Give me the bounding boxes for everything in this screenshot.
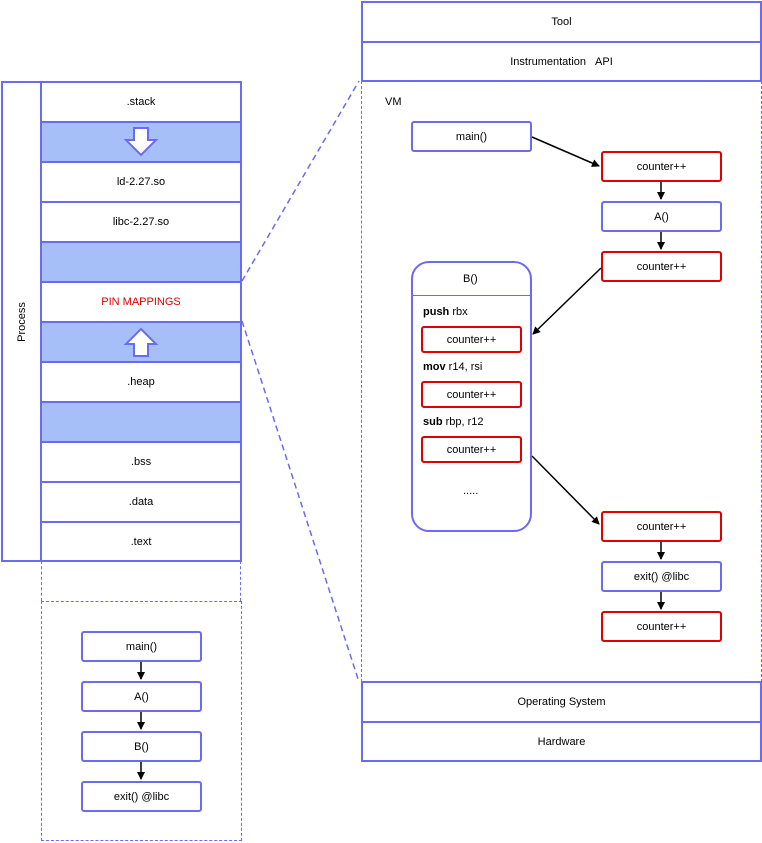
vm-arrow-counter-b [532, 267, 602, 335]
vm-a-label: A() [654, 210, 669, 223]
segment-data-label: .data [128, 496, 154, 508]
native-a-box: A() [81, 681, 202, 712]
vm-main-label: main() [455, 130, 488, 143]
api-label: API [595, 55, 613, 68]
native-main-box: main() [81, 631, 202, 662]
hardware-label: Hardware [537, 735, 586, 748]
segment-text: .text [40, 521, 242, 562]
arrow-down-icon [123, 127, 159, 157]
native-exit-label: exit() @libc [113, 790, 170, 803]
segment-ld-label: ld-2.27.so [116, 176, 166, 188]
arrow-up-icon [123, 327, 159, 357]
b-counter-label-2: counter++ [446, 388, 497, 401]
segment-pin-mappings-label: PIN MAPPINGS [101, 296, 181, 308]
counter-label-2: counter++ [636, 260, 687, 273]
text-zoom-connector [41, 561, 241, 601]
native-exit-box: exit() @libc [81, 781, 202, 812]
b-counter-box-3: counter++ [421, 436, 522, 463]
b-counter-box-1: counter++ [421, 326, 522, 353]
instruction-2-op: mov [423, 361, 446, 373]
vm-exit-label: exit() @libc [633, 570, 690, 583]
counter-box-4: counter++ [601, 611, 722, 642]
os-label: Operating System [517, 696, 606, 708]
segment-heap-label: .heap [127, 376, 155, 388]
instruction-3-op: sub [423, 416, 443, 428]
counter-label-1: counter++ [636, 160, 687, 173]
zoom-line-top [241, 80, 360, 282]
segment-libc: libc-2.27.so [40, 201, 242, 243]
zoom-line-bottom [241, 320, 360, 683]
vm-arrow-main-counter [531, 136, 600, 167]
native-a-label: A() [134, 690, 149, 703]
vm-exit-box: exit() @libc [601, 561, 722, 592]
b-counter-label-3: counter++ [446, 443, 497, 456]
native-b-label: B() [134, 740, 149, 753]
counter-label-4: counter++ [636, 620, 687, 633]
b-counter-label-1: counter++ [446, 333, 497, 346]
segment-ld: ld-2.27.so [40, 161, 242, 203]
instruction-3: sub rbp, r12 [423, 416, 484, 428]
instruction-2-args: r14, rsi [445, 361, 483, 373]
process-label-box: Process [1, 81, 42, 562]
vm-main-box: main() [411, 121, 532, 152]
instruction-1-args: rbx [449, 306, 468, 318]
tool-label: Tool [551, 16, 572, 28]
hardware-layer: Hardware [361, 721, 762, 762]
instruction-3-args: rbp, r12 [442, 416, 484, 428]
instruction-1-op: push [423, 306, 450, 318]
segment-bss-label: .bss [130, 456, 152, 468]
counter-box-3: counter++ [601, 511, 722, 542]
vm-label: VM [385, 96, 402, 108]
native-b-box: B() [81, 731, 202, 762]
native-main-label: main() [125, 640, 158, 653]
b-block-ellipsis: ..... [463, 485, 479, 497]
b-block-divider [412, 295, 531, 296]
counter-box-1: counter++ [601, 151, 722, 182]
gap-above-pin [40, 241, 242, 283]
segment-stack: .stack [40, 81, 242, 123]
b-block-title: B() [463, 273, 478, 285]
b-counter-box-2: counter++ [421, 381, 522, 408]
segment-pin-mappings: PIN MAPPINGS [40, 281, 242, 323]
instruction-2: mov r14, rsi [423, 361, 482, 373]
stack-growth-gap [40, 121, 242, 163]
vm-arrow-b-counter [531, 455, 600, 525]
native-flow-container [41, 601, 242, 841]
vm-a-box: A() [601, 201, 722, 232]
counter-box-2: counter++ [601, 251, 722, 282]
segment-text-label: .text [130, 535, 152, 548]
counter-label-3: counter++ [636, 520, 687, 533]
instruction-1: push rbx [423, 306, 468, 318]
instrumentation-label: Instrumentation [510, 55, 587, 68]
segment-stack-label: .stack [126, 96, 156, 108]
segment-libc-label: libc-2.27.so [112, 216, 170, 228]
